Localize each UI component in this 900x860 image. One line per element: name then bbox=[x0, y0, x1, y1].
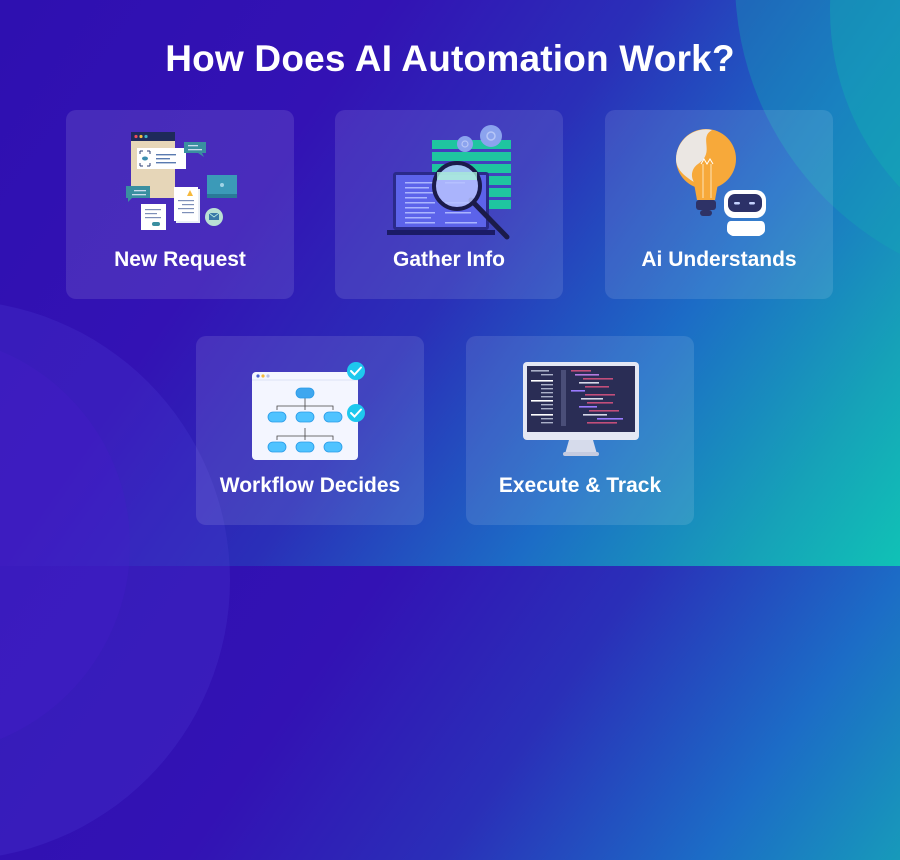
step-card-new-request: New Request bbox=[66, 110, 294, 299]
lightbulb-robot-icon bbox=[676, 129, 766, 236]
step-card-gather-info: Gather Info bbox=[335, 110, 563, 299]
workflow-chart-icon bbox=[252, 362, 365, 460]
step-label: Ai Understands bbox=[641, 248, 797, 271]
code-monitor-icon bbox=[523, 362, 639, 456]
step-card-ai-understands: Ai Understands bbox=[605, 110, 833, 299]
page-title: How Does AI Automation Work? bbox=[165, 38, 735, 79]
decorative-arc bbox=[0, 335, 130, 755]
documents-request-icon bbox=[126, 132, 237, 230]
step-card-execute-track: Execute & Track bbox=[466, 336, 694, 525]
step-label: Execute & Track bbox=[498, 474, 662, 497]
step-label: Workflow Decides bbox=[219, 474, 401, 497]
step-label: Gather Info bbox=[392, 248, 505, 271]
step-card-workflow-decides: Workflow Decides bbox=[196, 336, 424, 525]
magnifier-data-icon bbox=[387, 125, 511, 240]
step-label: New Request bbox=[114, 248, 246, 271]
check-badge-icon bbox=[347, 362, 365, 422]
